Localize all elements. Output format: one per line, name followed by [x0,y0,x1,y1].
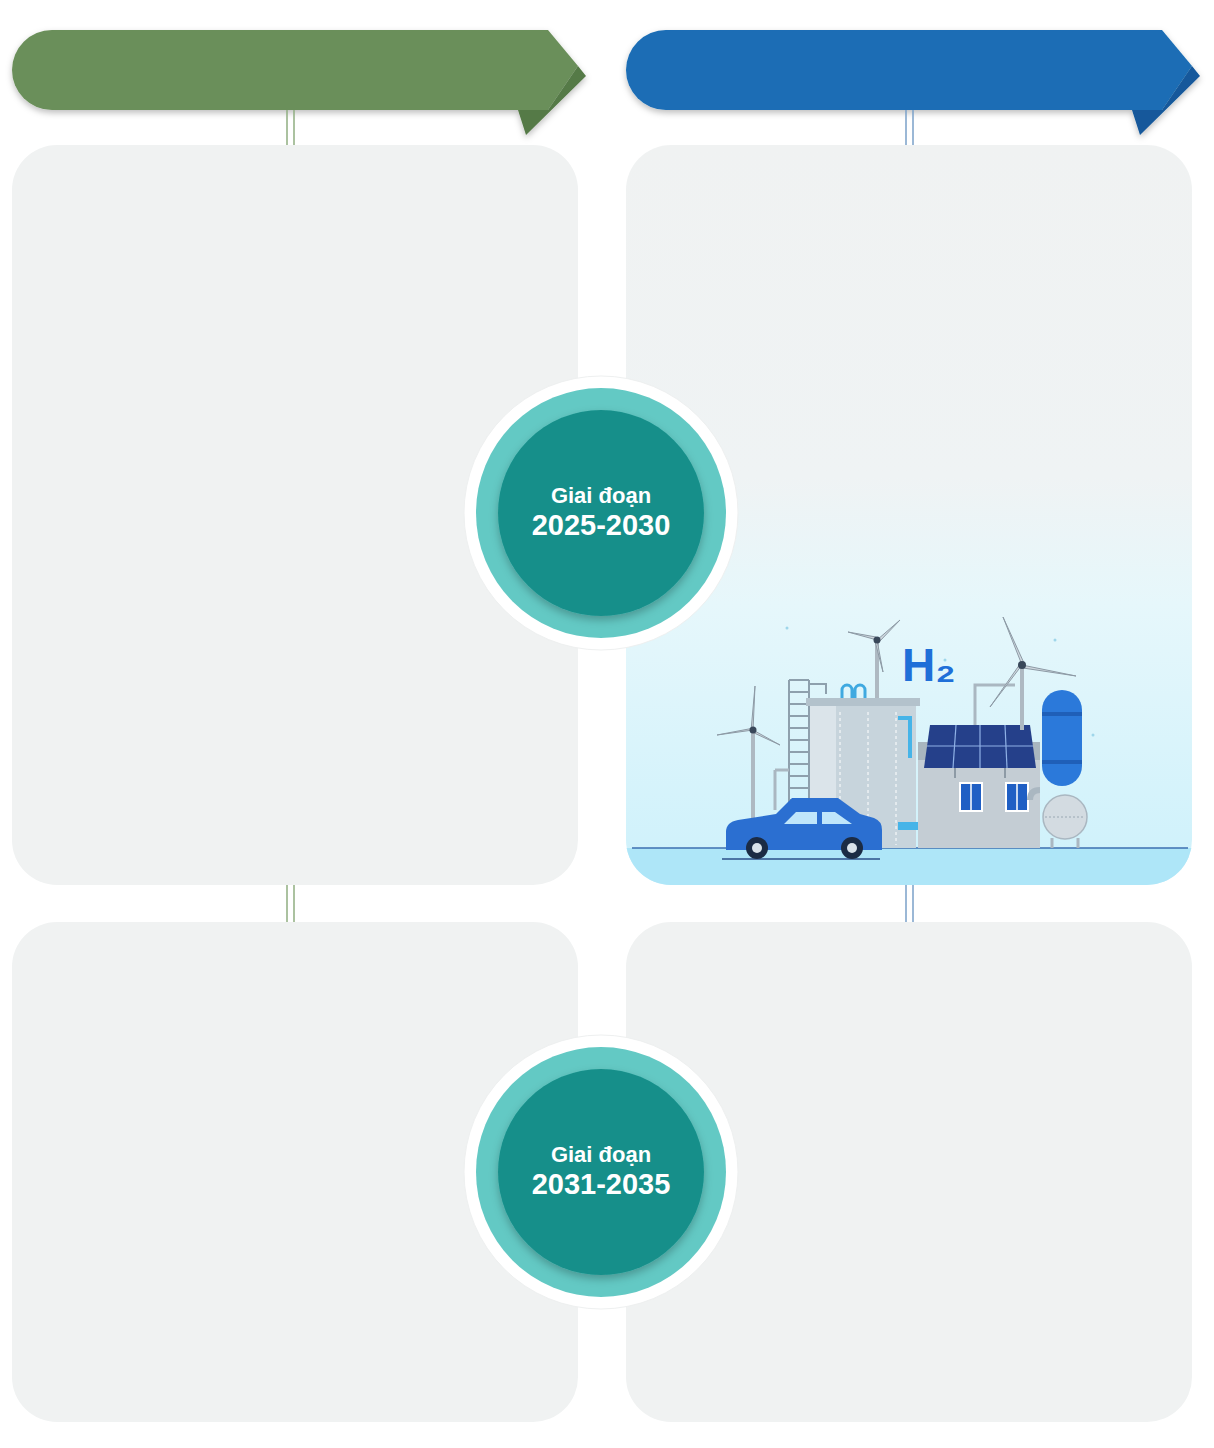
stage-circle: Giai đoạn2031-2035 [462,1033,740,1311]
hydrogen-illustration [626,617,1192,885]
chemical-formula: H₂ [902,642,956,688]
stage-circle: Giai đoạn2025-2030 [462,374,740,652]
green-ribbon [12,30,586,135]
phase-years: 2025-2030 [532,510,671,542]
phase-years: 2031-2035 [532,1169,671,1201]
hydrogen-tank [1030,690,1087,848]
car [722,798,882,859]
building [918,725,1040,848]
phase-label: Giai đoạn [551,1143,651,1167]
phase-label: Giai đoạn [551,484,651,508]
